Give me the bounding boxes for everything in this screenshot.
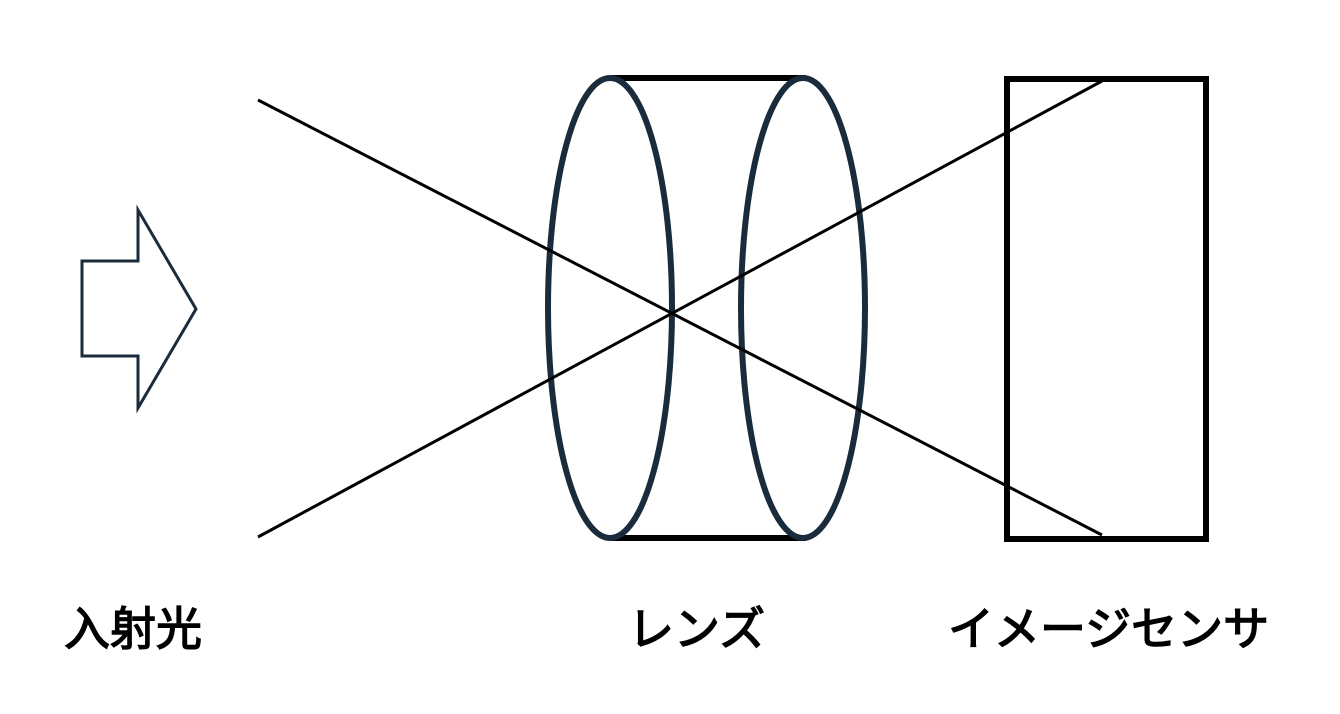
incident-light-arrow-icon: [80, 204, 198, 414]
lens-label: レンズ: [628, 602, 765, 656]
lens-front-ellipse: [545, 75, 675, 541]
image-sensor-label: イメージセンサ: [948, 602, 1269, 656]
lens-rear-ellipse: [738, 75, 868, 541]
image-sensor-rect: [1004, 76, 1209, 542]
light-ray-descending: [257, 98, 1103, 537]
light-ray-ascending: [257, 79, 1103, 539]
incident-light-label: 入射光: [64, 602, 202, 656]
